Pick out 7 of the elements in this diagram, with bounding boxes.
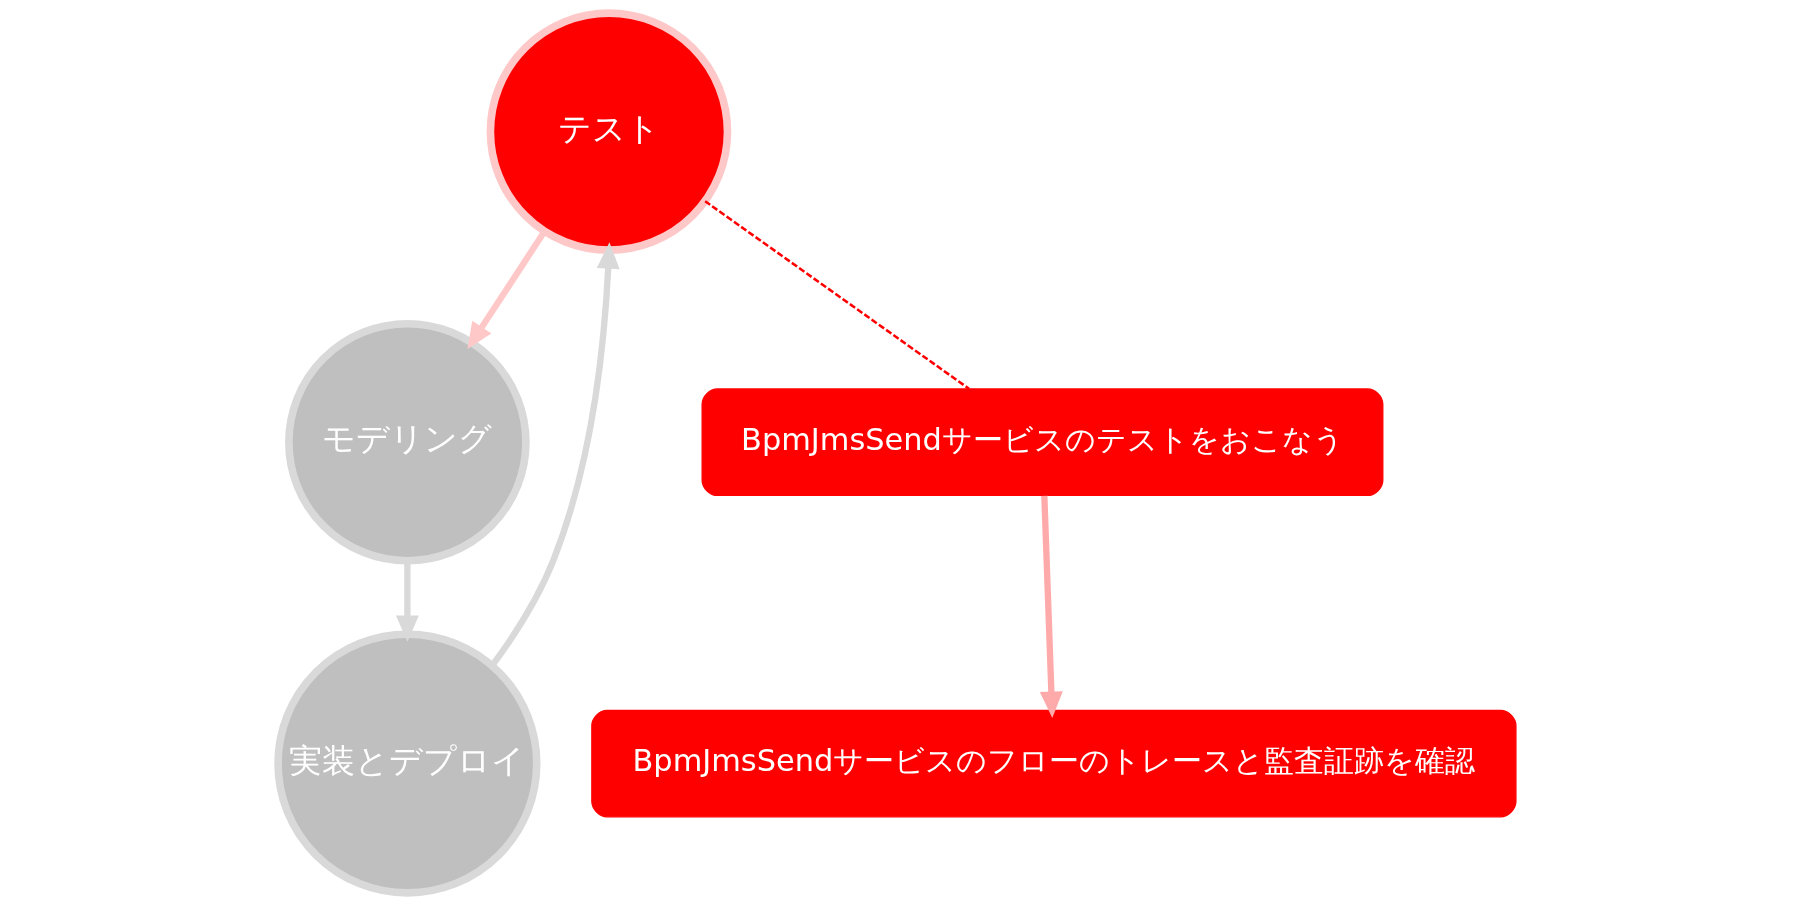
node-circle: テスト [486, 9, 732, 254]
arrow [489, 242, 620, 668]
node-box: BpmJmsSendサービスのフローのトレースと監査証跡を確認 [591, 709, 1517, 818]
connector [704, 200, 970, 390]
node-circle: 実装とデプロイ [274, 630, 541, 897]
arrow [1039, 495, 1063, 718]
node-box: BpmJmsSendサービスのテストをおこなう [701, 388, 1384, 497]
